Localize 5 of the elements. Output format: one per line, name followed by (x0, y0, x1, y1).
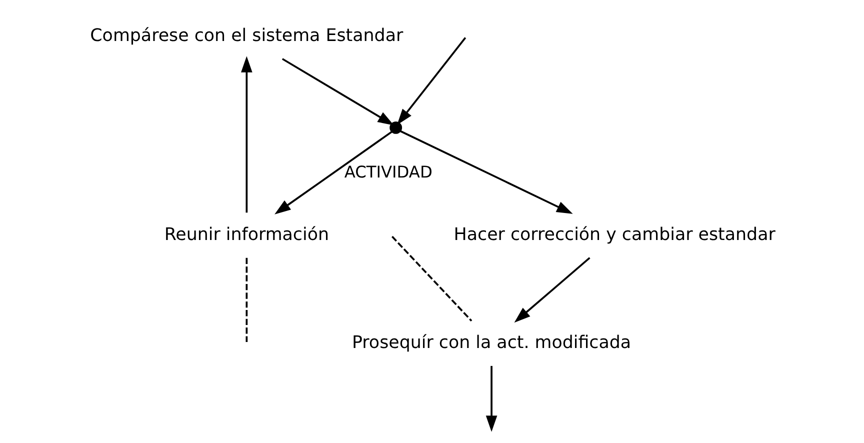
node-text: Compárese con el sistema Estandar (90, 25, 403, 46)
node-text: Hacer corrección y cambiar estandar (453, 224, 775, 244)
edge-label: ACTIVIDAD (344, 162, 432, 181)
node-text: Reunir información (164, 224, 329, 244)
node-text: Prosequír con la act. modificada (351, 332, 631, 352)
